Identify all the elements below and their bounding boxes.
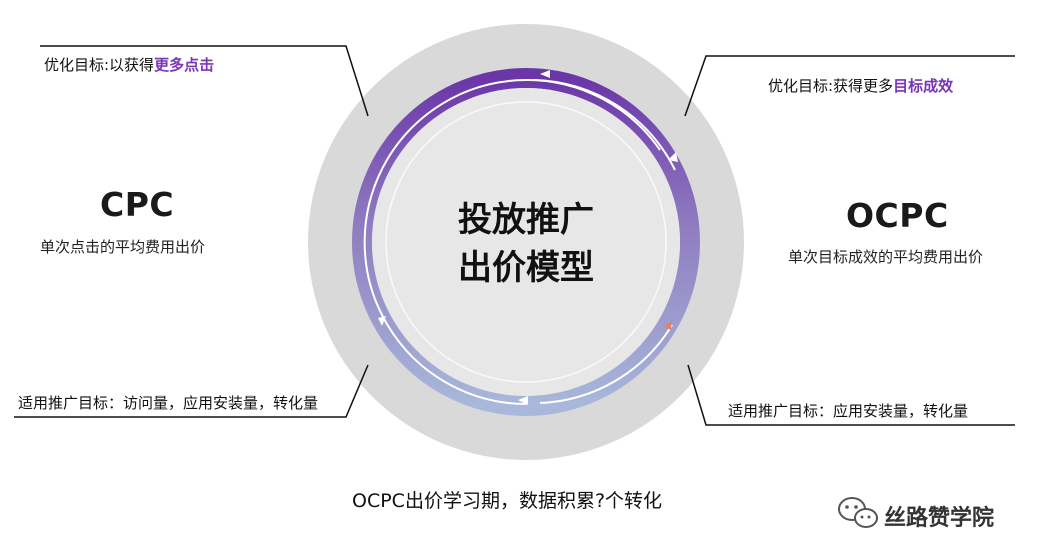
cycle-arrow-right [533,79,676,171]
wechat-icon [838,497,878,528]
callout-line-top-right [684,55,1015,117]
right-goal-highlight: 目标成效 [893,77,954,95]
arrowhead-small-red [664,320,672,330]
callout-line-bottom-left [14,364,369,418]
arrowhead-right [668,152,678,162]
arrowhead-bottom [518,396,528,405]
right-goal: 优化目标:获得更多目标成效 [768,75,953,96]
callout-line-bottom-right [687,364,1015,426]
center-title: 投放推广 出价模型 [426,196,626,292]
inner-circle-line [385,101,667,383]
bottom-caption: OCPC出价学习期，数据积累?个转化 [352,490,663,512]
inner-disc [372,88,680,396]
arrowhead-top [540,70,550,78]
cpc-desc: 单次点击的平均费用出价 [40,238,206,256]
gradient-ring [352,68,700,416]
center-title-line1: 投放推广 [458,200,594,240]
cycle-arrow-left [363,79,661,405]
right-applicable: 适用推广目标：应用安装量，转化量 [728,402,969,420]
ocpc-desc: 单次目标成效的平均费用出价 [788,248,984,266]
watermark-text: 丝路赞学院 [884,506,995,531]
cpc-title: CPC [100,185,175,224]
left-applicable: 适用推广目标：访问量，应用安装量，转化量 [18,394,319,412]
left-goal: 优化目标:以获得更多点击 [44,54,214,75]
cycle-arrow-bottom [539,324,673,404]
callout-line-top-left [40,45,369,117]
center-title-line2: 出价模型 [458,248,594,288]
ocpc-title: OCPC [846,196,949,235]
left-goal-highlight: 更多点击 [154,56,215,74]
left-goal-prefix: 优化目标:以获得 [44,56,155,74]
right-goal-prefix: 优化目标:获得更多 [768,77,894,95]
arrowhead-left [378,316,386,326]
